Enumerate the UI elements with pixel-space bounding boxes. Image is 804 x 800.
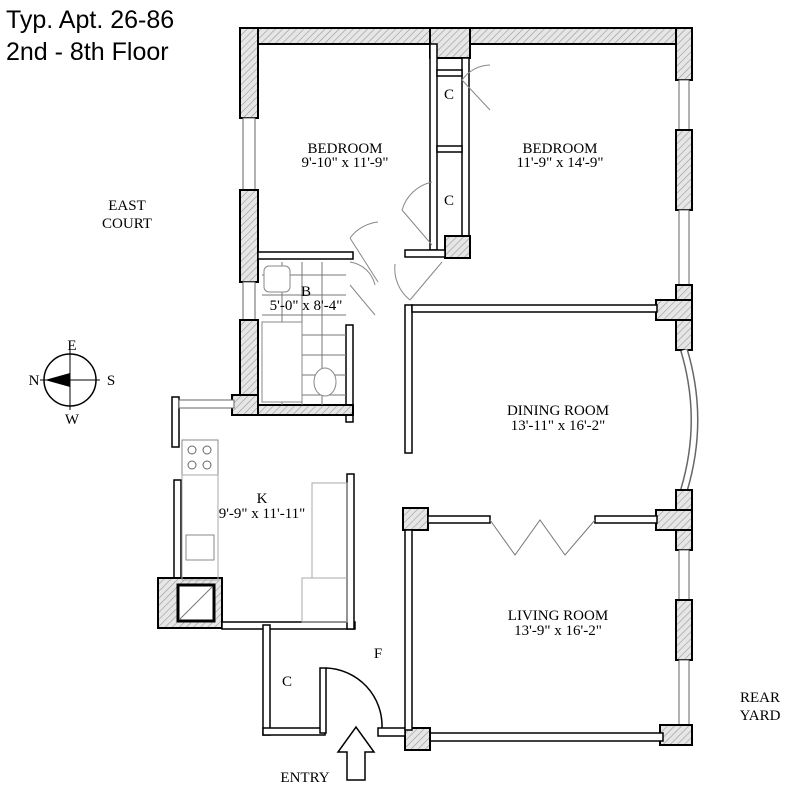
room-size: 9'-10" x 11'-9" [301,155,388,171]
entry-label: ENTRY [280,770,329,786]
room-name: DINING ROOM [507,403,609,419]
bedroom-2-door [394,261,443,301]
plan-title: Typ. Apt. 26-86 2nd - 8th Floor [6,4,174,68]
room-name: BEDROOM [307,141,382,157]
rear-yard-label: YARD [740,708,781,724]
counter [181,474,219,581]
kitchen-counter [311,482,348,579]
compass-e: E [67,338,76,354]
compass-s: S [107,373,115,389]
room-size: 11'-9" x 14'-9" [516,155,603,171]
east-court-label: EAST [108,198,146,214]
room-size: 9'-9" x 11'-11" [219,506,306,522]
title-line-2: 2nd - 8th Floor [6,38,169,66]
compass-icon: E W N S [29,338,116,428]
east-court-label: COURT [102,216,152,232]
bedroom-door [349,221,379,283]
bathtub [261,321,303,403]
rear-yard-label: REAR [740,690,780,706]
closet-label: C [444,193,454,209]
title-line-1: Typ. Apt. 26-86 [6,6,175,34]
room-name: LIVING ROOM [508,608,608,624]
bath-door [349,261,376,316]
exterior-walls [231,27,699,751]
bathroom-sink [263,265,291,293]
room-labels: BEDROOM 9'-10" x 11'-9" BEDROOM 11'-9" x… [102,87,781,786]
room-size: 13'-9" x 16'-2" [514,623,602,639]
closet-label: C [444,87,454,103]
foyer-label: F [374,646,382,662]
room-size: 5'-0" x 8'-4" [270,298,343,314]
folding-doors [489,519,596,556]
closet-door [401,181,433,246]
toilet [313,367,337,397]
room-name: K [257,491,268,507]
kitchen-sink [185,534,215,561]
stove [181,439,219,476]
interior-walls [157,43,658,736]
closet-door-2 [461,64,491,111]
room-name: B [301,284,311,300]
entry-door-swing [325,667,383,729]
closet-label: C [282,674,292,690]
refrigerator [301,577,348,623]
compass-w: W [65,412,80,428]
compass-n: N [29,373,40,389]
entry-arrow-icon [336,725,376,781]
room-name: BEDROOM [522,141,597,157]
room-size: 13'-11" x 16'-2" [511,418,606,434]
